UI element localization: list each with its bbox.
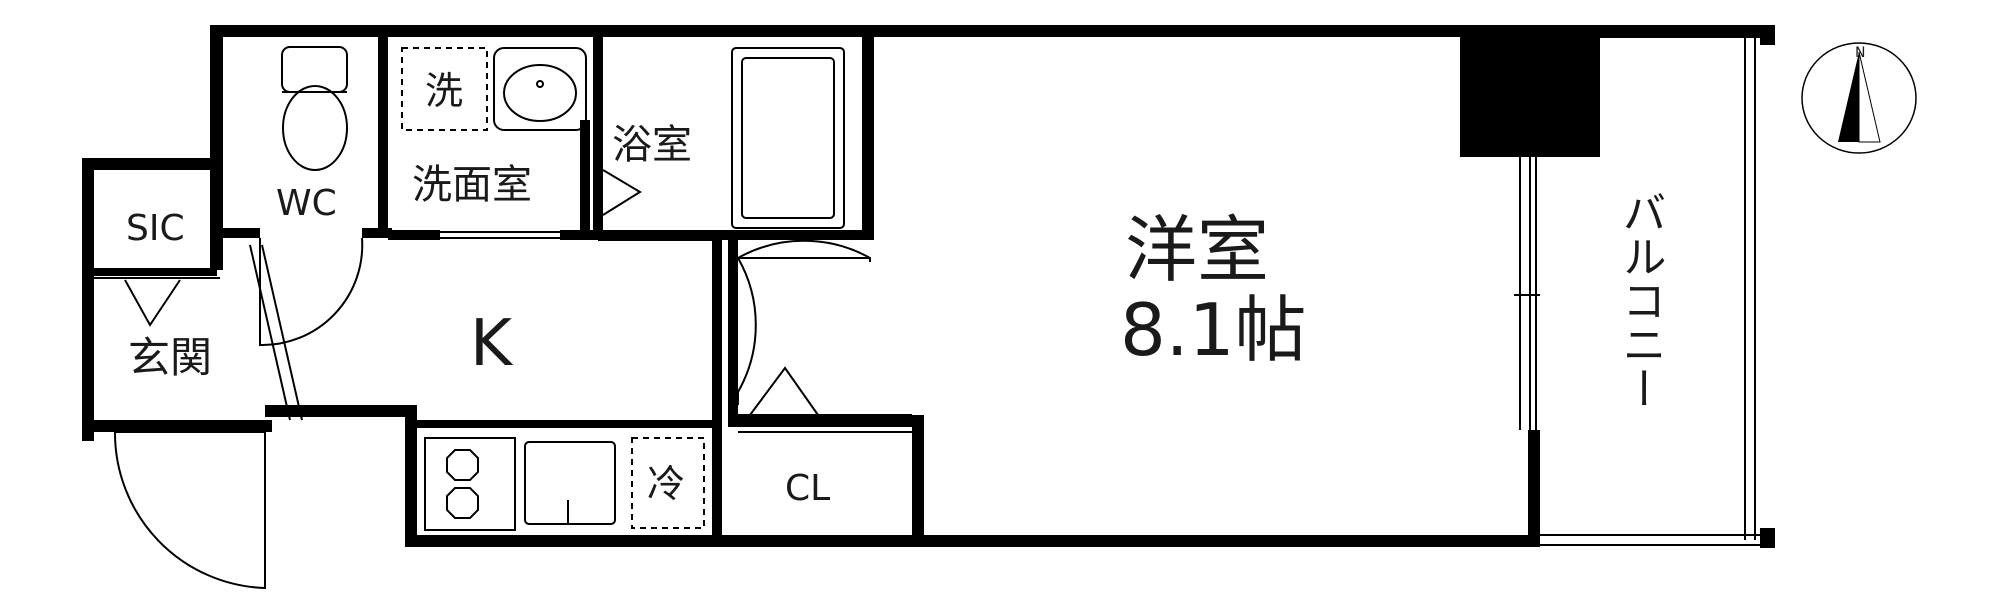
sic-label: SIC — [126, 208, 185, 249]
bath-label: 浴室 — [612, 122, 692, 168]
washer-label: 洗 — [425, 69, 463, 113]
interior-lines — [94, 36, 1760, 590]
balcony-label: バルコニー — [1615, 190, 1666, 410]
compass: N — [1801, 42, 1917, 154]
kitchen-label: K — [470, 307, 514, 381]
wc-label: WC — [276, 183, 337, 224]
room-labels: SIC WC 洗 洗面室 浴室 玄関 K 冷 CL 洋室 8.1帖 バルコニー — [126, 69, 1666, 509]
western-room-label: 洋室 — [1125, 208, 1269, 292]
entrance-label: 玄関 — [128, 333, 212, 382]
closet-label: CL — [785, 468, 830, 509]
walls — [82, 25, 1775, 548]
washroom-label: 洗面室 — [412, 162, 532, 208]
compass-north-label: N — [1855, 45, 1865, 61]
western-room-size-label: 8.1帖 — [1120, 288, 1307, 372]
fridge-label: 冷 — [647, 462, 685, 506]
